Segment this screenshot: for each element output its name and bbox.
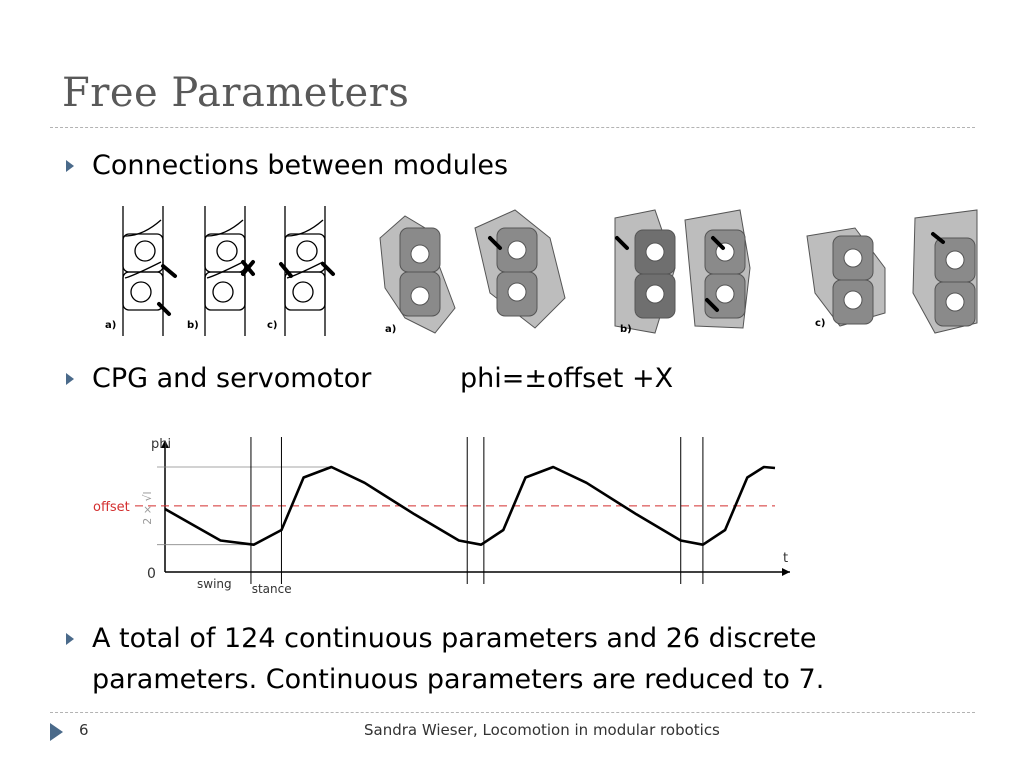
footer-page-number: 6 — [79, 721, 89, 739]
y-axis-arrow-icon — [161, 440, 169, 448]
footer-rule — [50, 712, 975, 713]
x-axis-label: t — [783, 551, 788, 566]
amplitude-label: 2 × √l — [141, 491, 154, 524]
y-axis-label: phi — [151, 437, 171, 452]
phase-label-stance: stance — [252, 582, 292, 596]
bullet-cpg-formula: phi=±offset +X — [460, 363, 674, 394]
modules-label-c: c) — [267, 320, 278, 331]
footer-arrow-icon — [50, 723, 63, 741]
footer-text: Sandra Wieser, Locomotion in modular rob… — [364, 721, 720, 739]
phase-label-swing: swing — [197, 577, 232, 591]
title-rule — [50, 127, 975, 128]
bullet-connections: Connections between modules — [92, 150, 509, 181]
cpg-curve — [164, 465, 776, 546]
bullet-total-line2: parameters. Continuous parameters are re… — [92, 664, 825, 695]
module-pair-c-outline — [284, 206, 326, 336]
modules-label-b2: b) — [620, 324, 632, 335]
modules-label-b: b) — [187, 320, 199, 331]
bullet-total-line1: A total of 124 continuous parameters and… — [92, 623, 817, 654]
slide-title: Free Parameters — [62, 70, 410, 116]
bullet-cpg: CPG and servomotor — [92, 363, 372, 394]
x-axis-arrow-icon — [782, 568, 790, 576]
offset-label: offset — [93, 500, 130, 515]
bullet-arrow-icon — [66, 373, 74, 385]
modules-label-a: a) — [105, 320, 116, 331]
modules-label-c2: c) — [815, 318, 826, 329]
bullet-arrow-icon — [66, 633, 74, 645]
modules-figure: a) b) c) a) b) c) — [105, 206, 978, 336]
cpg-chart: phi t 0 offset 2 × √l swing stance — [93, 437, 790, 596]
module-pair-b-outline — [204, 206, 246, 336]
bullet-arrow-icon — [66, 160, 74, 172]
modules-label-a2: a) — [385, 324, 396, 335]
module-pair-a-outline — [122, 206, 164, 336]
y-zero-label: 0 — [147, 566, 156, 582]
shaded-modules — [379, 209, 978, 334]
